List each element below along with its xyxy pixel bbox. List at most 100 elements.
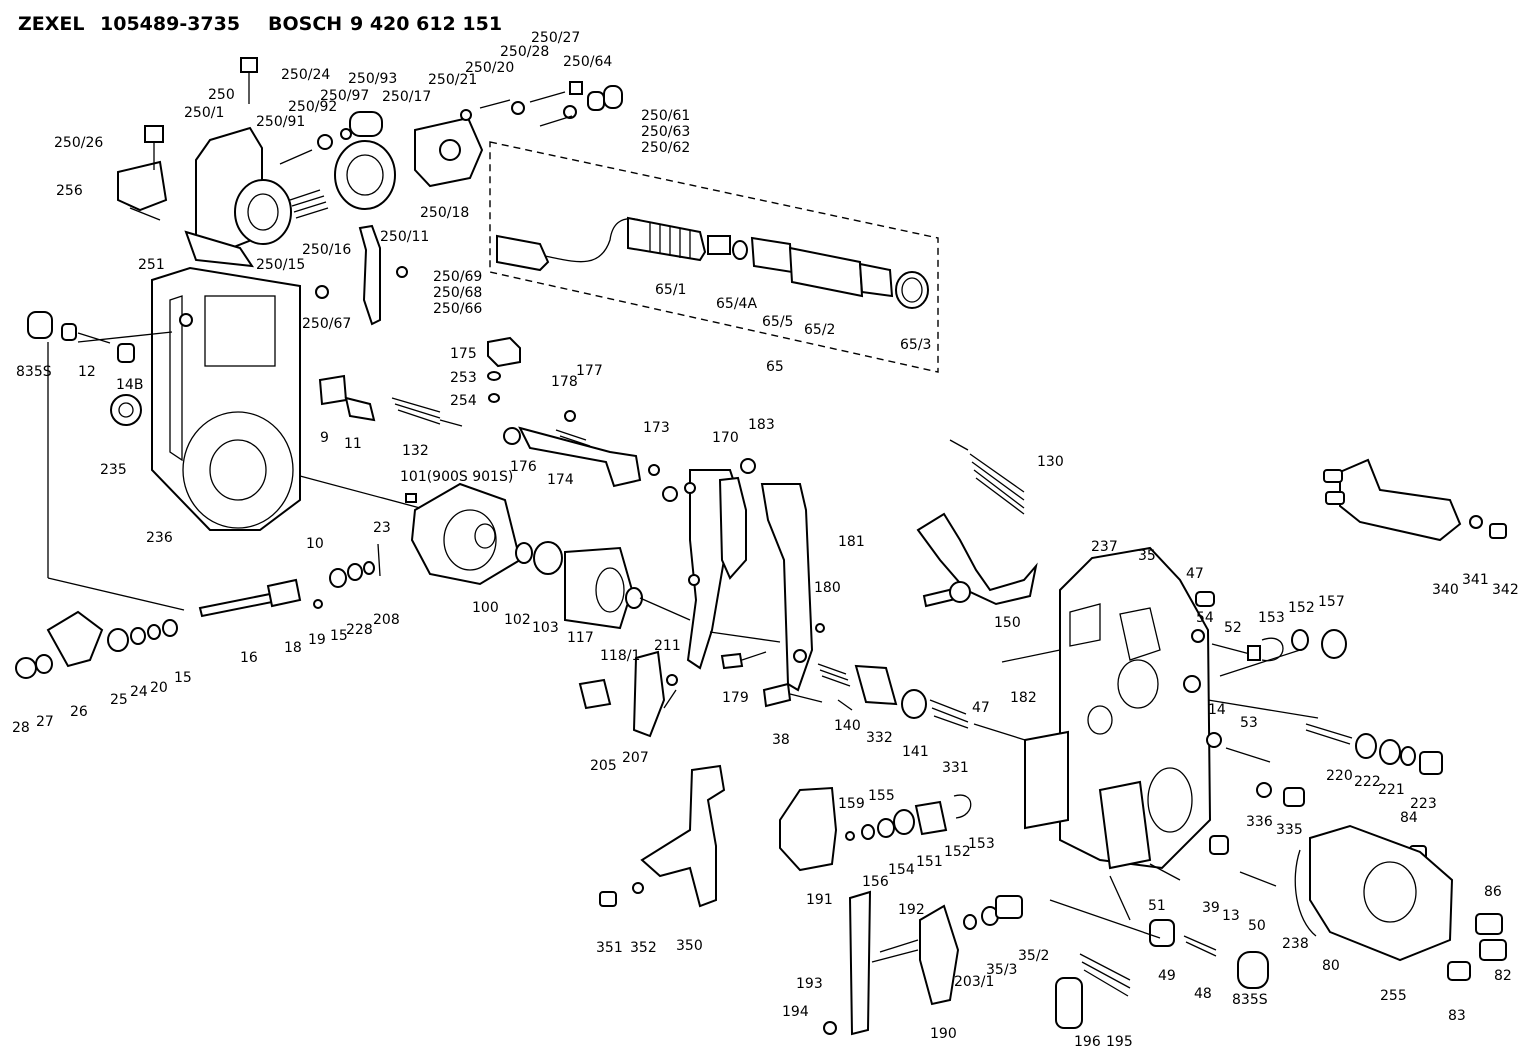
part-label: 195 <box>1106 1034 1133 1050</box>
shaft-16 <box>198 543 381 618</box>
part-label: 170 <box>712 430 739 446</box>
part-label: 178 <box>551 374 578 390</box>
adjusting-parts <box>318 374 463 427</box>
part-label: 180 <box>814 580 841 596</box>
part-label: 15 <box>330 628 348 644</box>
part-label: 65/1 <box>655 282 686 298</box>
cap-175 <box>487 336 521 403</box>
part-label: 235 <box>100 462 127 478</box>
spring-130-lever-150 <box>916 439 1038 608</box>
brand-bosch: BOSCH <box>268 13 342 35</box>
part-label: 251 <box>138 257 165 273</box>
part-label: 152 <box>944 844 971 860</box>
part-label: 140 <box>834 718 861 734</box>
assembly-65-dashed-box <box>489 141 939 373</box>
lever-191-group <box>779 786 972 872</box>
part-label: 256 <box>56 183 83 199</box>
part-label: 35 <box>1138 548 1156 564</box>
governor-housing-236 <box>151 266 301 531</box>
part-label: 130 <box>1037 454 1064 470</box>
part-label: 20 <box>150 680 168 696</box>
part-label: 183 <box>748 417 775 433</box>
part-label: 222 <box>1354 774 1381 790</box>
part-label: 250/17 <box>382 89 431 105</box>
part-label: 250/27 <box>531 30 580 46</box>
part-label: 26 <box>70 704 88 720</box>
part-label: 9 <box>320 430 329 446</box>
lever-26-group <box>15 610 178 679</box>
part-label: 237 <box>1091 539 1118 555</box>
bosch-part-number: 9 420 612 151 <box>350 13 502 35</box>
part-label: 250/61 <box>641 108 690 124</box>
part-label: 223 <box>1410 796 1437 812</box>
part-label: 194 <box>782 1004 809 1020</box>
part-label: 47 <box>972 700 990 716</box>
part-label: 51 <box>1148 898 1166 914</box>
part-label: 211 <box>654 638 681 654</box>
part-label: 82 <box>1494 968 1512 984</box>
part-label: 350 <box>676 938 703 954</box>
parts-drawing <box>15 57 1507 1036</box>
part-label: 141 <box>902 744 929 760</box>
part-label: 83 <box>1448 1008 1466 1024</box>
part-label: 18 <box>284 640 302 656</box>
part-label: 155 <box>868 788 895 804</box>
part-label: 23 <box>373 520 391 536</box>
part-label: 54 <box>1196 610 1214 626</box>
part-label: 341 <box>1462 572 1489 588</box>
part-label: 255 <box>1380 988 1407 1004</box>
part-label: 157 <box>1318 594 1345 610</box>
lever-174 <box>503 410 660 488</box>
part-label: 250/24 <box>281 67 330 83</box>
part-label: 208 <box>373 612 400 628</box>
bracket-340 <box>1339 458 1462 542</box>
part-label: 27 <box>36 714 54 730</box>
part-label: 250/28 <box>500 44 549 60</box>
part-label: 250/62 <box>641 140 690 156</box>
part-label: 19 <box>308 632 326 648</box>
part-label: 103 <box>532 620 559 636</box>
part-label: 332 <box>866 730 893 746</box>
part-label: 335 <box>1276 822 1303 838</box>
bracket-350 <box>599 764 726 908</box>
part-label: 173 <box>643 420 670 436</box>
part-label: 336 <box>1246 814 1273 830</box>
part-label: 117 <box>567 630 594 646</box>
part-label: 228 <box>346 622 373 638</box>
lever-group-170-181 <box>662 458 825 692</box>
part-label: 250/93 <box>348 71 397 87</box>
part-label: 238 <box>1282 936 1309 952</box>
part-label: 84 <box>1400 810 1418 826</box>
part-label: 182 <box>1010 690 1037 706</box>
part-label: 835S <box>1232 992 1268 1008</box>
part-label: 86 <box>1484 884 1502 900</box>
part-label: 250/20 <box>465 60 514 76</box>
part-label: 250/16 <box>302 242 351 258</box>
part-label: 250/26 <box>54 135 103 151</box>
part-label: 250/63 <box>641 124 690 140</box>
part-label: 250/11 <box>380 229 429 245</box>
part-label: 14 <box>1208 702 1226 718</box>
part-label: 80 <box>1322 958 1340 974</box>
part-label: 250/1 <box>184 105 224 121</box>
part-label: 153 <box>968 836 995 852</box>
parts-49-48-835s <box>1149 919 1269 989</box>
part-label: 154 <box>888 862 915 878</box>
part-label: 250/21 <box>428 72 477 88</box>
part-label: 221 <box>1378 782 1405 798</box>
part-label: 190 <box>930 1026 957 1042</box>
part-label: 250/97 <box>320 88 369 104</box>
part-label: 196 <box>1074 1034 1101 1050</box>
part-label: 49 <box>1158 968 1176 984</box>
part-label: 250/66 <box>433 301 482 317</box>
cover-80 <box>1294 824 1507 981</box>
part-label: 250 <box>208 87 235 103</box>
part-label: 203/1 <box>954 974 994 990</box>
part-label: 176 <box>510 459 537 475</box>
part-label: 174 <box>547 472 574 488</box>
top-small-fasteners <box>460 81 623 127</box>
part-label: 342 <box>1492 582 1519 598</box>
part-label: 250/18 <box>420 205 469 221</box>
part-label: 24 <box>130 684 148 700</box>
